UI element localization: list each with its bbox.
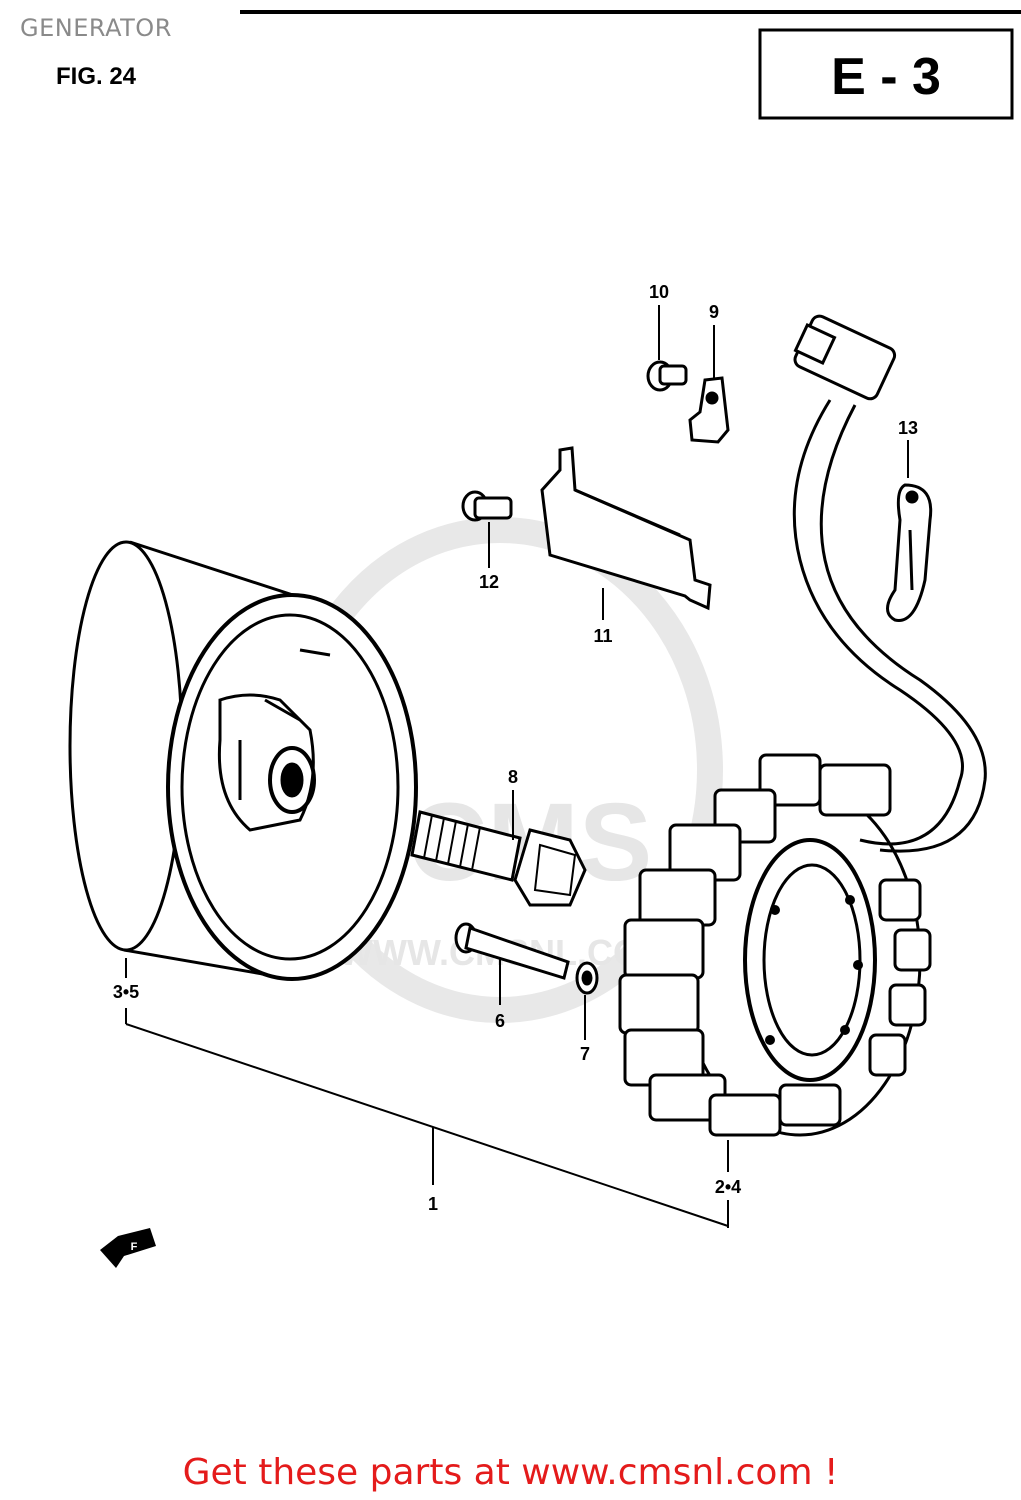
callout-2-4: 2•4 (715, 1177, 741, 1197)
stator-coil (618, 753, 932, 1137)
callout-8: 8 (508, 767, 518, 787)
rotor-bolt-8 (410, 810, 587, 907)
section-code: E - 3 (831, 48, 941, 106)
callout-3-5: 3•5 (113, 982, 139, 1002)
callout-13: 13 (898, 418, 918, 438)
callout-6: 6 (495, 1011, 505, 1031)
callout-9: 9 (709, 302, 719, 322)
callout-1: 1 (428, 1194, 438, 1214)
rotor-flywheel (68, 540, 418, 981)
section-box (758, 28, 1014, 120)
screw-10 (646, 360, 688, 392)
washer-7 (575, 961, 599, 995)
front-direction-arrow: F (100, 1228, 156, 1268)
wire-clamp-13 (886, 483, 933, 622)
front-arrow-label: F (131, 1241, 138, 1253)
stator-screw-6 (454, 922, 570, 980)
callout-7: 7 (580, 1044, 590, 1064)
callout-12: 12 (479, 572, 499, 592)
leader-lines (125, 305, 909, 1228)
bracket-9 (688, 376, 730, 444)
footer-link[interactable]: Get these parts at www.cmsnl.com ! (182, 1452, 839, 1493)
stator-lead-wire (792, 314, 987, 853)
cover-plate-11 (540, 446, 712, 611)
page-title: GENERATOR (20, 14, 172, 42)
callout-10: 10 (649, 282, 669, 302)
figure-label: FIG. 24 (56, 63, 137, 90)
screw-12 (461, 490, 513, 522)
callout-11: 11 (593, 626, 612, 646)
